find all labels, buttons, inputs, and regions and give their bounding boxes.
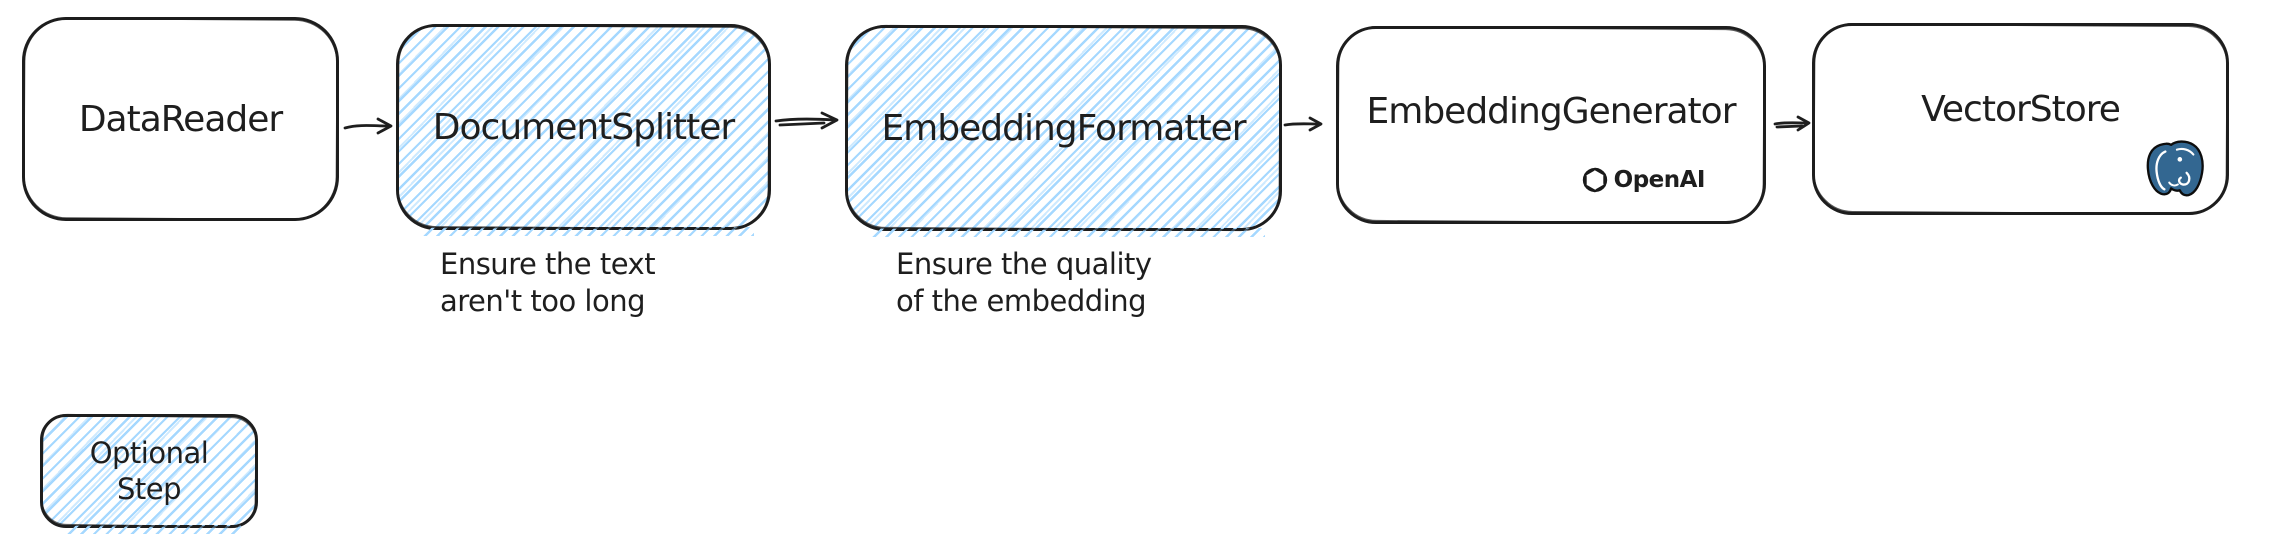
node-datareader-label: DataReader [78,98,283,140]
flow-arrow-4 [1773,115,1811,132]
node-vectorstore-label: VectorStore [1921,88,2121,130]
node-embeddinggenerator-label: EmbeddingGenerator [1366,90,1737,132]
flow-arrow-1 [343,117,393,135]
node-vectorstore: VectorStore [1812,23,2229,215]
node-embeddingformatter: EmbeddingFormatter [845,25,1282,237]
flow-arrow-2 [774,111,839,130]
openai-badge: OpenAI [1580,165,1706,195]
postgresql-elephant-icon [2146,140,2204,197]
openai-badge-label: OpenAI [1613,167,1706,193]
legend-optional-step-label: Optional Step [89,436,209,506]
node-documentsplitter: DocumentSplitter [396,24,771,236]
openai-logo-icon [1582,167,1607,193]
note-embeddingformatter: Ensure the quality of the embedding [896,247,1152,318]
note-documentsplitter: Ensure the text aren't too long [440,247,656,318]
node-embeddingformatter-label: EmbeddingFormatter [881,107,1246,149]
node-documentsplitter-label: DocumentSplitter [432,106,735,148]
flow-arrow-3 [1283,116,1323,132]
node-datareader: DataReader [22,17,339,221]
node-embeddinggenerator: EmbeddingGenerator OpenAI [1336,26,1766,224]
legend-optional-step: Optional Step [40,414,258,534]
